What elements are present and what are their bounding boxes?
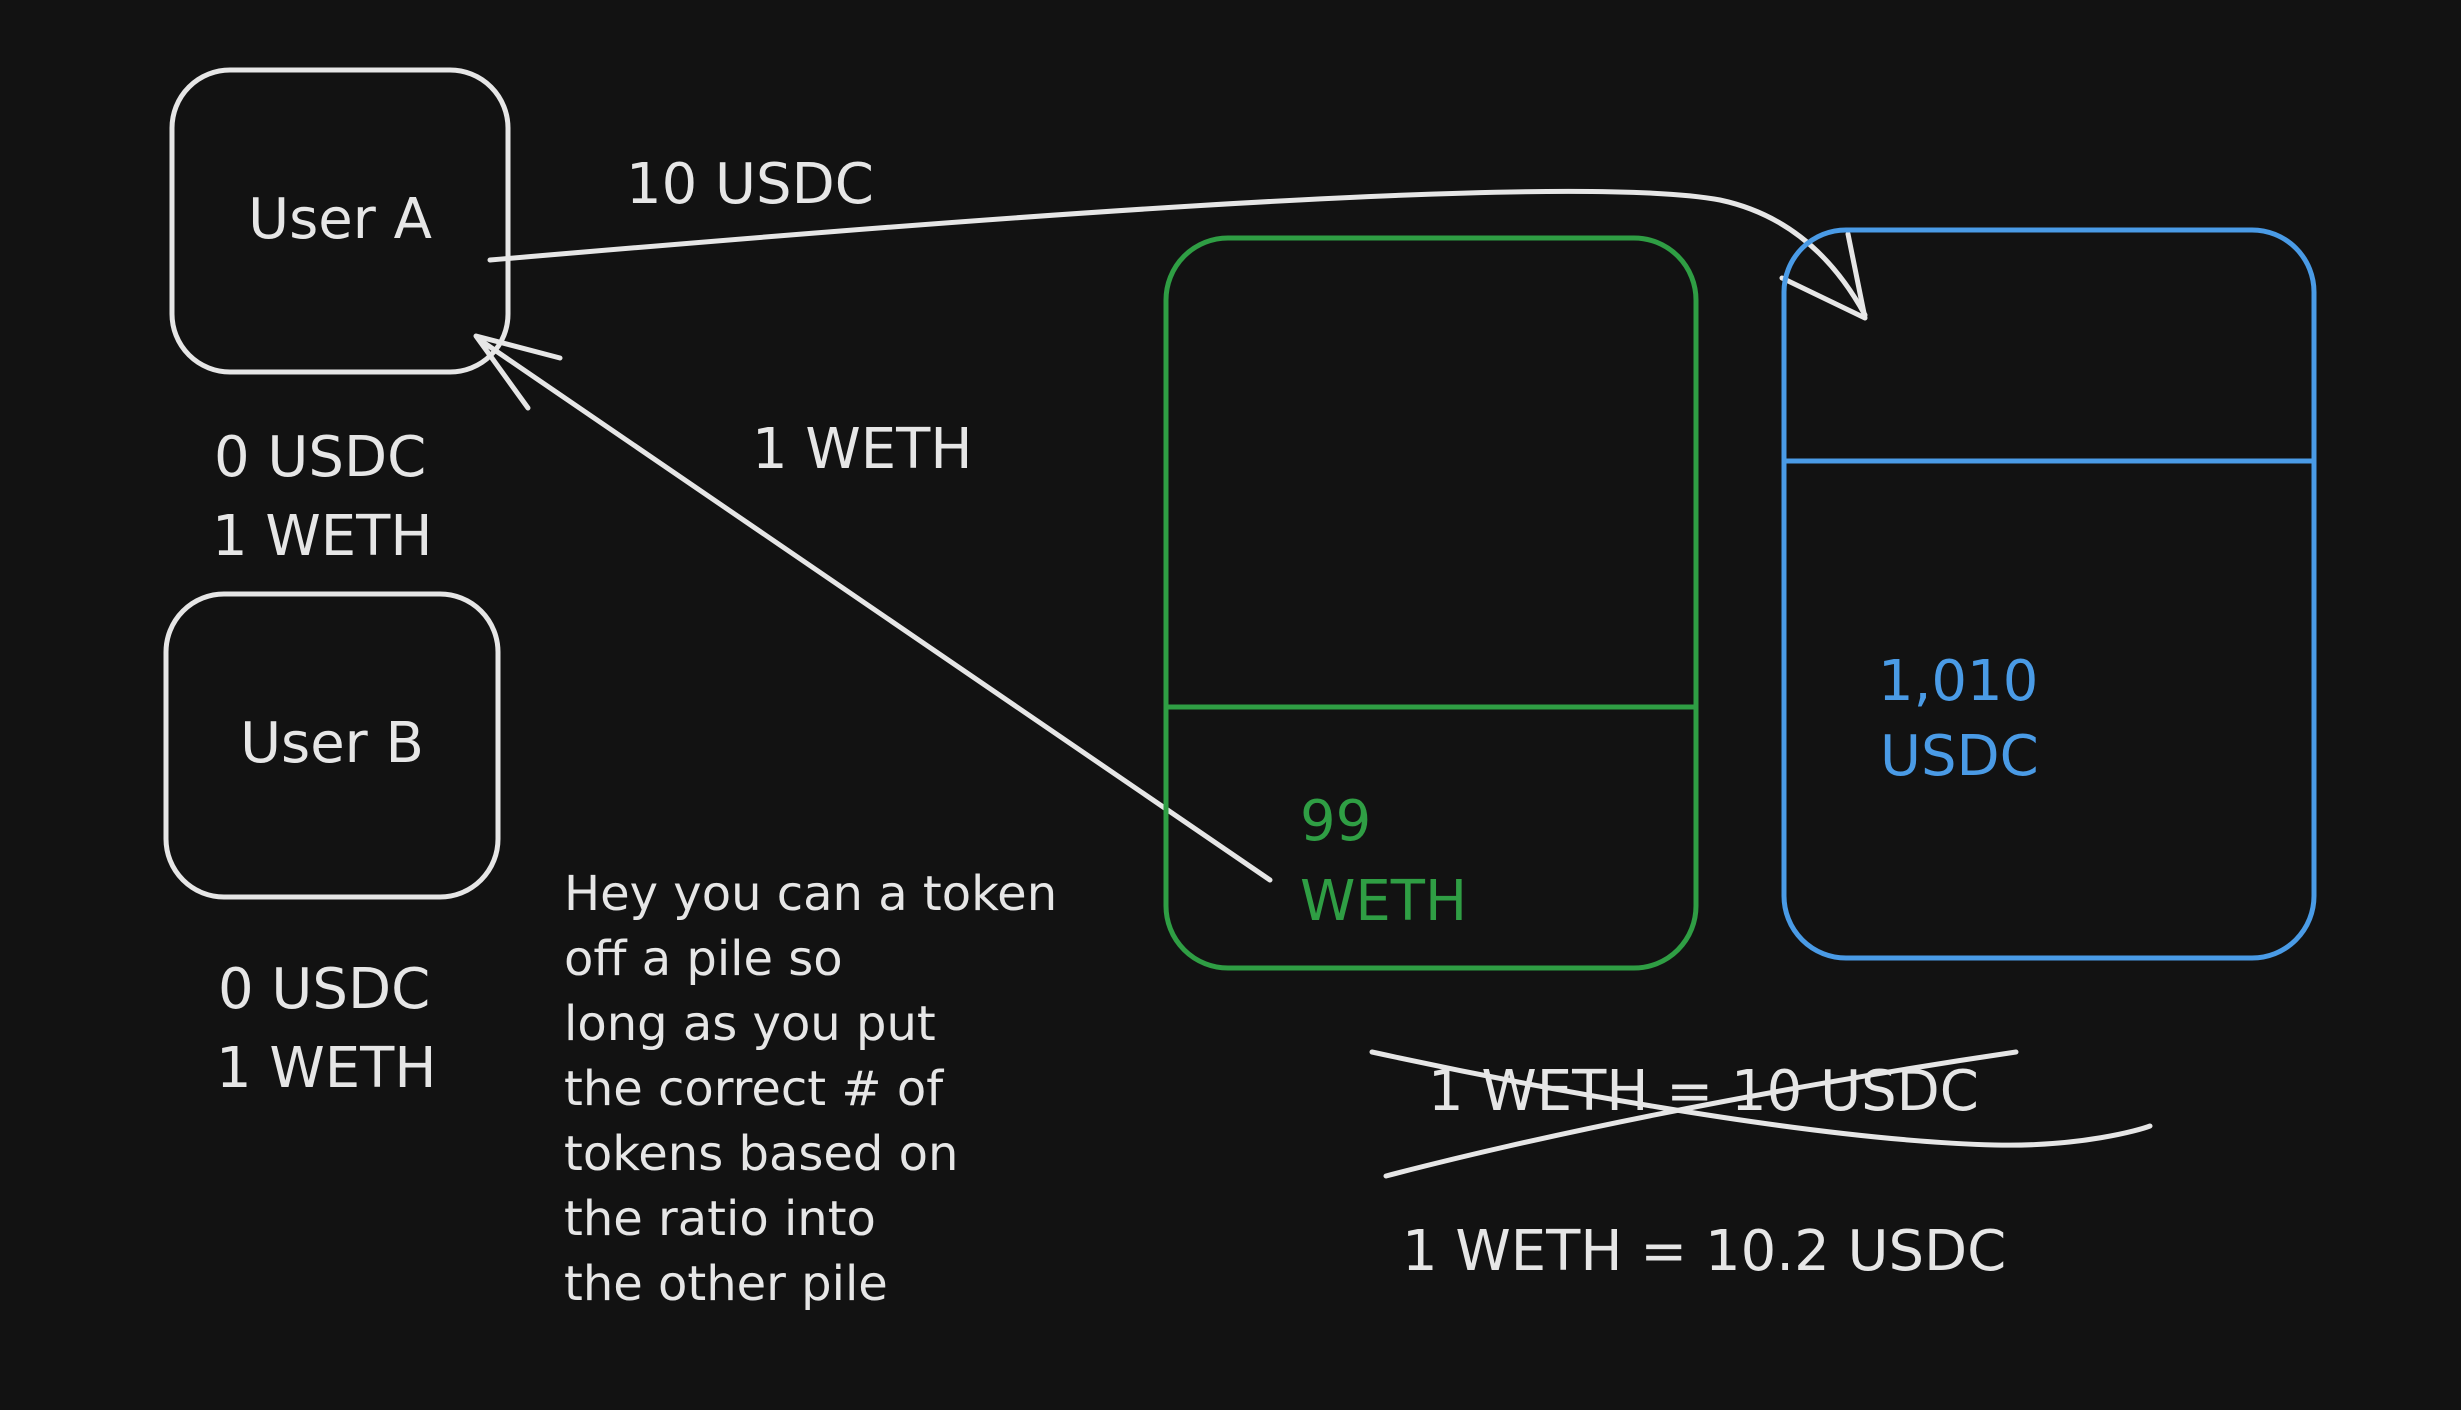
note-line: tokens based on	[564, 1126, 958, 1182]
note-line: off a pile so	[564, 931, 843, 987]
usdc-pool-token: USDC	[1880, 724, 2039, 789]
note-text: Hey you can a token off a pile so long a…	[564, 866, 1057, 1312]
strike-line-1	[1369, 1049, 2153, 1148]
note-line: long as you put	[564, 996, 936, 1052]
note-line: Hey you can a token	[564, 866, 1057, 922]
usdc-pool-amount: 1,010	[1878, 649, 2038, 714]
arrow-from-pool-label: 1 WETH	[752, 417, 973, 482]
user-a-label: User A	[248, 187, 432, 252]
arrow-from-pool-line	[477, 337, 1273, 883]
usdc-pool: 1,010 USDC	[1781, 227, 2317, 961]
user-a-box	[169, 67, 511, 375]
user-a-node: User A	[169, 67, 511, 375]
user-b-weth-balance: 1 WETH	[216, 1036, 437, 1101]
weth-pool: 99 WETH	[1163, 235, 1699, 971]
note-line: the ratio into	[564, 1191, 876, 1247]
arrow-to-pool-line	[487, 188, 1868, 318]
arrow-weth-pool-to-user-a	[473, 333, 1273, 883]
usdc-pool-box	[1781, 227, 2317, 961]
strike-line-2	[1383, 1049, 2019, 1179]
user-a-weth-balance: 1 WETH	[212, 504, 433, 569]
arrow-from-pool-head	[473, 333, 563, 411]
weth-pool-amount: 99	[1300, 789, 1371, 854]
note-line: the correct # of	[564, 1061, 944, 1117]
user-b-node: User B	[163, 591, 501, 900]
old-ratio: 1 WETH = 10 USDC	[1369, 1049, 2153, 1179]
arrow-to-pool-label: 10 USDC	[626, 152, 874, 217]
user-a-usdc-balance: 0 USDC	[214, 425, 426, 490]
user-b-box	[163, 591, 501, 900]
user-b-usdc-balance: 0 USDC	[218, 957, 430, 1022]
user-b-label: User B	[240, 711, 424, 776]
new-ratio-text: 1 WETH = 10.2 USDC	[1402, 1219, 2006, 1284]
arrow-user-a-to-usdc-pool	[487, 188, 1868, 321]
weth-pool-token: WETH	[1300, 869, 1467, 934]
arrow-to-pool-head	[1779, 231, 1868, 321]
note-line: the other pile	[564, 1256, 888, 1312]
weth-pool-box	[1163, 235, 1699, 971]
